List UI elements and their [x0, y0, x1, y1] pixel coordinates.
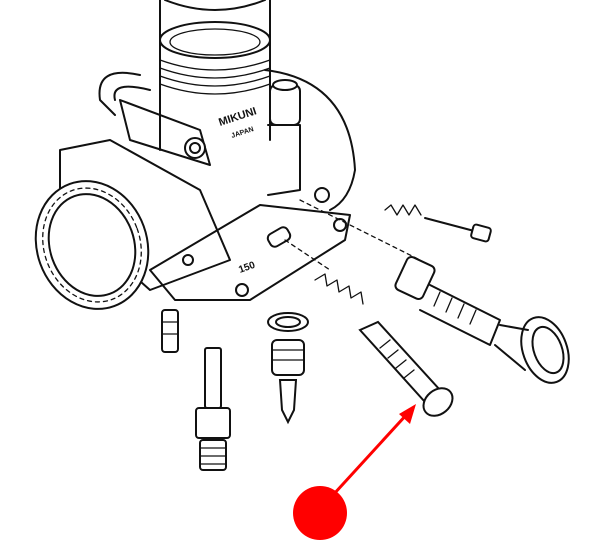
body-country-text: JAPAN — [230, 126, 254, 140]
adjusting-screw — [314, 273, 454, 417]
intake-flange — [34, 139, 231, 310]
choke-plunger — [394, 255, 570, 384]
annotation-marker — [293, 486, 347, 540]
annotation-arrow — [331, 411, 410, 497]
arrow-head-icon — [399, 404, 416, 424]
float-valve — [267, 312, 309, 425]
base-marking: 150 — [237, 260, 257, 276]
jets — [161, 309, 231, 471]
pilot-screw — [384, 204, 492, 243]
annotation — [293, 404, 416, 540]
carburetor-base: 150 — [149, 187, 421, 301]
carburetor-body — [98, 0, 356, 211]
